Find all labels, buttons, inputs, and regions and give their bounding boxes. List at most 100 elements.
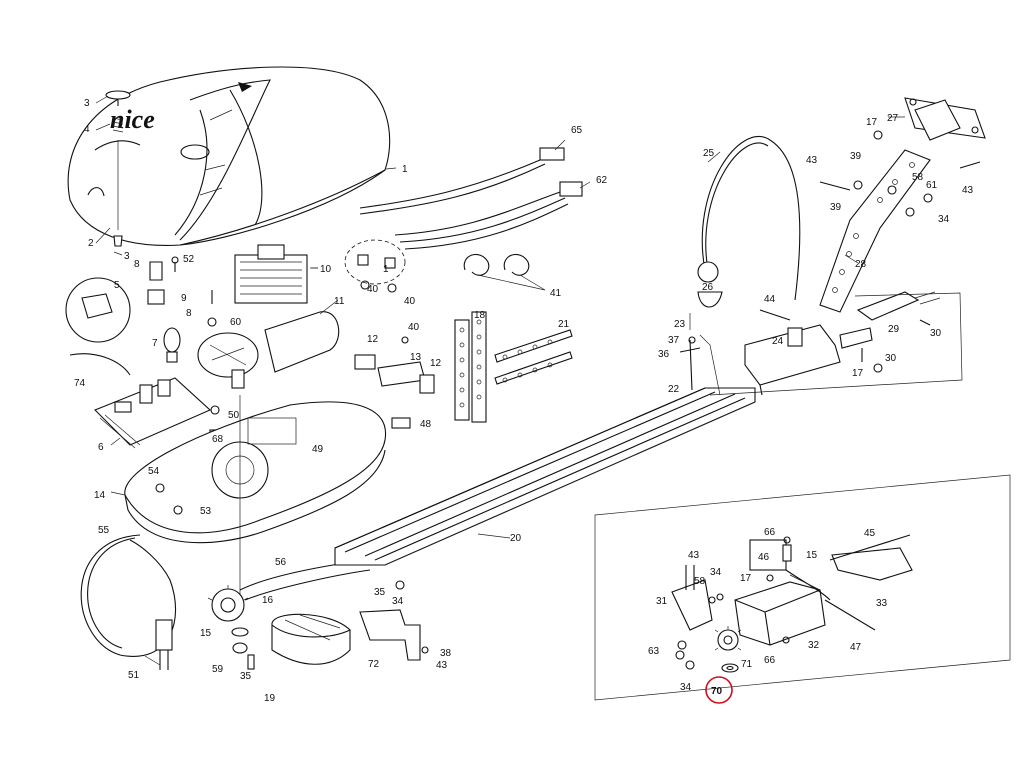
label-66b: 66 (764, 655, 776, 666)
label-46: 46 (758, 552, 770, 563)
label-21: 21 (558, 319, 570, 330)
bulb-7 (163, 327, 181, 363)
label-14: 14 (94, 490, 106, 501)
label-9: 9 (181, 293, 187, 304)
label-34: 34 (392, 596, 404, 607)
control-board-6 (69, 353, 211, 449)
label-43: 43 (436, 660, 448, 671)
label-17: 17 (852, 368, 864, 379)
label-45: 45 (864, 528, 876, 539)
label-18: 18 (474, 310, 486, 321)
label-25: 25 (703, 148, 715, 159)
label-74: 74 (74, 378, 86, 389)
label-43d: 43 (688, 550, 700, 561)
bolts-43-39 (819, 130, 981, 217)
label-37: 37 (668, 335, 680, 346)
pin-37-22 (679, 336, 701, 391)
label-44: 44 (764, 294, 776, 305)
label-1b: 1 (383, 264, 389, 275)
label-51: 51 (128, 670, 140, 681)
label-52: 52 (183, 254, 195, 265)
label-24: 24 (772, 336, 784, 347)
label-36: 36 (658, 349, 670, 360)
label-23: 23 (674, 319, 686, 330)
base-plate-14 (124, 395, 387, 612)
label-34c: 34 (710, 567, 722, 578)
label-59: 59 (212, 664, 224, 675)
label-8b: 8 (186, 308, 192, 319)
transformer-10 (234, 244, 318, 304)
push-button-5 (65, 277, 131, 343)
label-58b: 58 (694, 576, 706, 587)
label-32: 32 (808, 640, 820, 651)
label-50: 50 (228, 410, 240, 421)
cable-clips-41 (463, 253, 546, 291)
label-72: 72 (368, 659, 380, 670)
label-29: 29 (888, 324, 900, 335)
label-53: 53 (200, 506, 212, 517)
highlighted-part-70[interactable]: 70 (705, 676, 733, 704)
label-49: 49 (312, 444, 324, 455)
label-35b: 35 (374, 587, 386, 598)
label-58: 58 (912, 172, 924, 183)
label-65: 65 (571, 125, 583, 136)
parts-29-30 (856, 291, 941, 373)
label-71: 71 (741, 659, 753, 670)
carriage-24 (744, 309, 873, 396)
screw-3 (105, 90, 131, 247)
door-bracket-27 (904, 97, 986, 141)
rail-20 (334, 387, 756, 590)
connectors (344, 239, 406, 293)
label-48: 48 (420, 419, 432, 430)
motor-11 (197, 311, 340, 389)
label-70: 70 (711, 686, 723, 697)
label-40: 40 (367, 284, 379, 295)
power-cord-51 (80, 534, 177, 670)
label-40b: 40 (404, 296, 416, 307)
label-3: 3 (84, 98, 90, 109)
label-12: 12 (367, 334, 379, 345)
label-3b: 3 (124, 251, 130, 262)
label-17b: 17 (866, 117, 878, 128)
chain-links-21 (494, 329, 573, 385)
label-11: 11 (334, 296, 345, 307)
label-19: 19 (264, 693, 276, 704)
label-28: 28 (855, 259, 867, 270)
label-43b: 43 (806, 155, 818, 166)
label-39: 39 (850, 151, 862, 162)
motor-cover: nice (67, 66, 391, 246)
label-5: 5 (114, 280, 120, 291)
label-8: 8 (134, 259, 140, 270)
trolley-assembly (671, 534, 913, 670)
sprocket-71 (714, 626, 742, 651)
label-54: 54 (148, 466, 160, 477)
label-61: 61 (926, 180, 938, 191)
label-16: 16 (262, 595, 274, 606)
washer-70 (721, 663, 739, 673)
label-27: 27 (887, 113, 899, 124)
label-17c: 17 (740, 573, 752, 584)
brackets-18 (454, 311, 487, 423)
label-4: 4 (84, 124, 90, 135)
highlight-circle (705, 676, 733, 704)
bracket-72 (359, 609, 429, 661)
label-30: 30 (930, 328, 942, 339)
arm-28 (819, 149, 931, 313)
label-34b: 34 (938, 214, 950, 225)
label-41: 41 (550, 288, 562, 299)
detail-frames (594, 292, 1011, 701)
label-30b: 30 (885, 353, 897, 364)
label-62: 62 (596, 175, 608, 186)
label-22: 22 (668, 384, 680, 395)
label-31: 31 (656, 596, 668, 607)
label-63: 63 (648, 646, 660, 657)
brand-logo: nice (110, 105, 155, 134)
guard-19 (271, 613, 351, 665)
label-38: 38 (440, 648, 452, 659)
label-7: 7 (152, 338, 158, 349)
label-15: 15 (200, 628, 212, 639)
label-33: 33 (876, 598, 888, 609)
label-55: 55 (98, 525, 110, 536)
